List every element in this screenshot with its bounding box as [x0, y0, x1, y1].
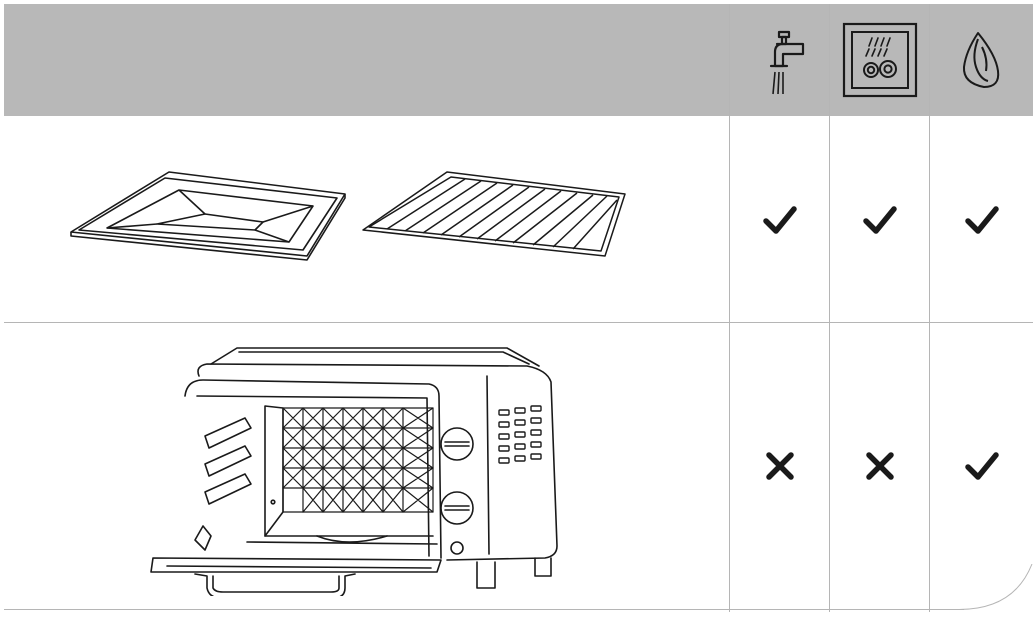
row-divider: [4, 609, 964, 610]
check-icon: [964, 205, 999, 234]
header-cell-faucet: [730, 4, 829, 116]
column-divider: [929, 4, 930, 612]
column-divider: [829, 4, 830, 612]
mark-cell: [930, 117, 1033, 322]
cleaning-table: [4, 4, 1033, 612]
row-item-tray-rack: [4, 117, 729, 322]
check-icon: [762, 205, 797, 234]
baking-tray: [69, 170, 346, 257]
table-header: [4, 4, 1033, 116]
mark-cell: [830, 323, 929, 609]
baking-tray-and-wire-rack-illustration: [69, 170, 626, 261]
cross-icon: [865, 452, 894, 480]
row-item-oven: [4, 323, 729, 609]
cloth-icon: [962, 32, 999, 88]
check-icon: [964, 452, 999, 480]
row-divider: [4, 322, 1033, 323]
column-divider: [729, 4, 730, 612]
mark-cell: [830, 117, 929, 322]
toaster-oven-illustration: [149, 347, 558, 596]
header-cell-cloth: [930, 4, 1033, 116]
mark-cell: [730, 117, 829, 322]
mark-cell: [730, 323, 829, 609]
oven-door: [149, 557, 442, 573]
mark-cell: [930, 323, 1033, 609]
dishwasher-icon: [842, 22, 917, 98]
check-icon: [862, 205, 897, 234]
table-corner: [959, 564, 1033, 610]
header-cell-dishwasher: [830, 4, 929, 116]
cross-icon: [765, 452, 794, 480]
wire-rack: [361, 170, 626, 257]
faucet-icon: [769, 30, 804, 95]
